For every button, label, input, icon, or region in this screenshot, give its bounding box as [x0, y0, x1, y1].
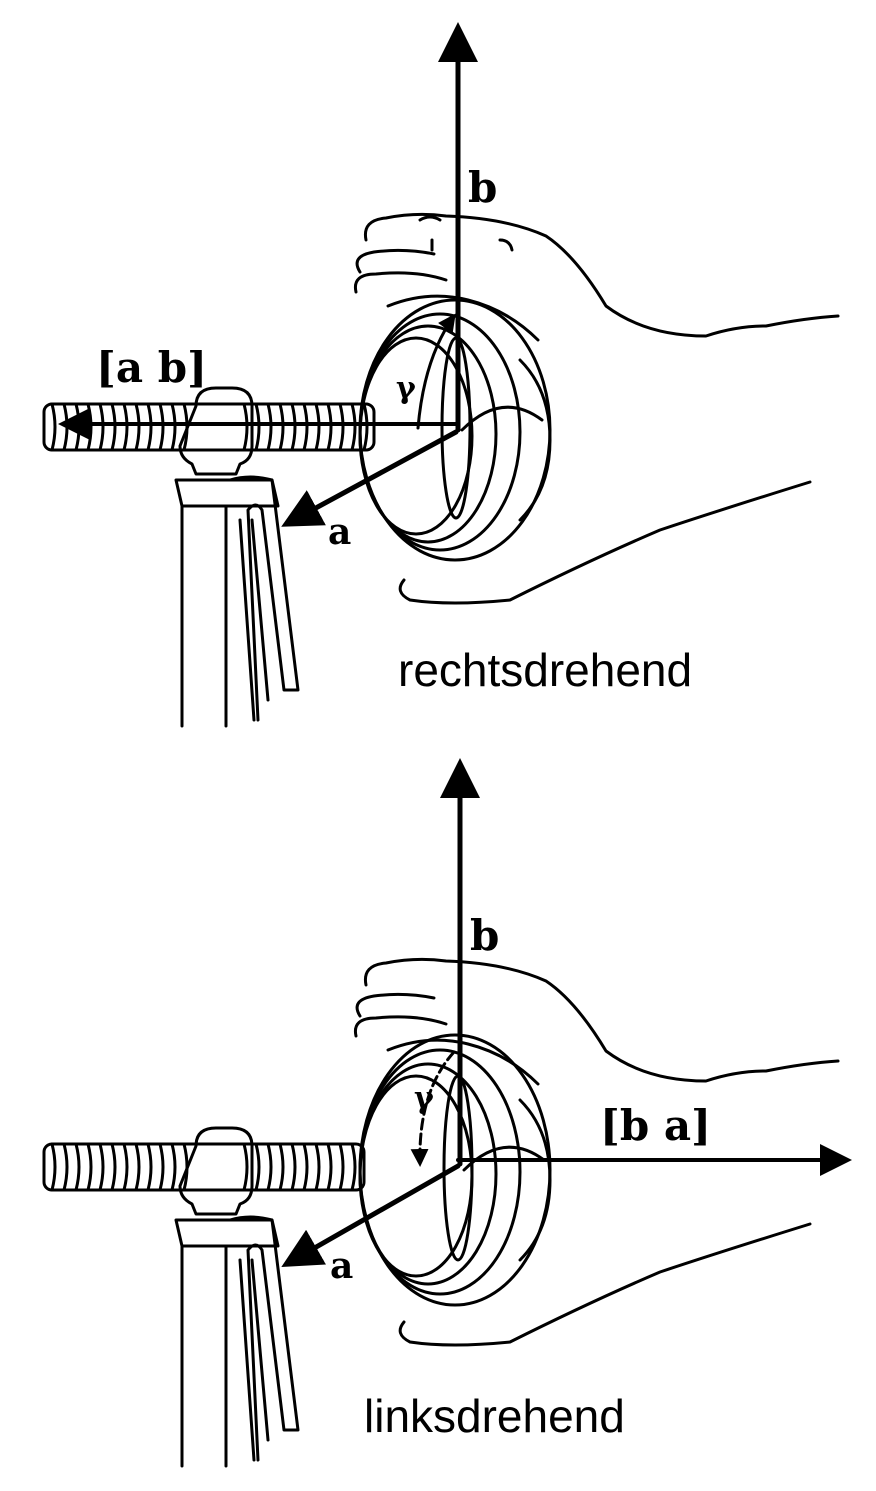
label-a-bottom: a — [330, 1245, 353, 1287]
label-gamma-bottom: γ — [414, 1081, 434, 1116]
hand-top — [353, 212, 840, 605]
bracket-stand-top — [174, 386, 300, 728]
vector-a-bottom — [281, 1163, 461, 1267]
label-ba-bottom: [b a] — [600, 1101, 711, 1150]
caption-bottom: linksdrehend — [364, 1390, 625, 1442]
screw-rod-top — [42, 402, 376, 452]
panel-left-handed: b a [b a] γ linksdrehend — [42, 758, 852, 1468]
bracket-stand-bottom — [174, 1126, 300, 1468]
rotation-arrow-bottom — [410, 1050, 456, 1167]
label-b-bottom: b — [470, 911, 499, 960]
label-ab-top: [a b] — [96, 343, 207, 392]
label-a-top: a — [328, 511, 351, 553]
label-gamma-top: γ — [396, 371, 416, 406]
vector-a-top — [281, 429, 459, 527]
rotation-arrow-top — [416, 313, 456, 430]
label-b-top: b — [468, 163, 497, 212]
panel-right-handed: b a [a b] γ rechtsdrehend — [42, 22, 840, 728]
hand-bottom — [353, 957, 840, 1347]
caption-top: rechtsdrehend — [398, 644, 692, 696]
screw-rod-bottom — [42, 1142, 366, 1192]
